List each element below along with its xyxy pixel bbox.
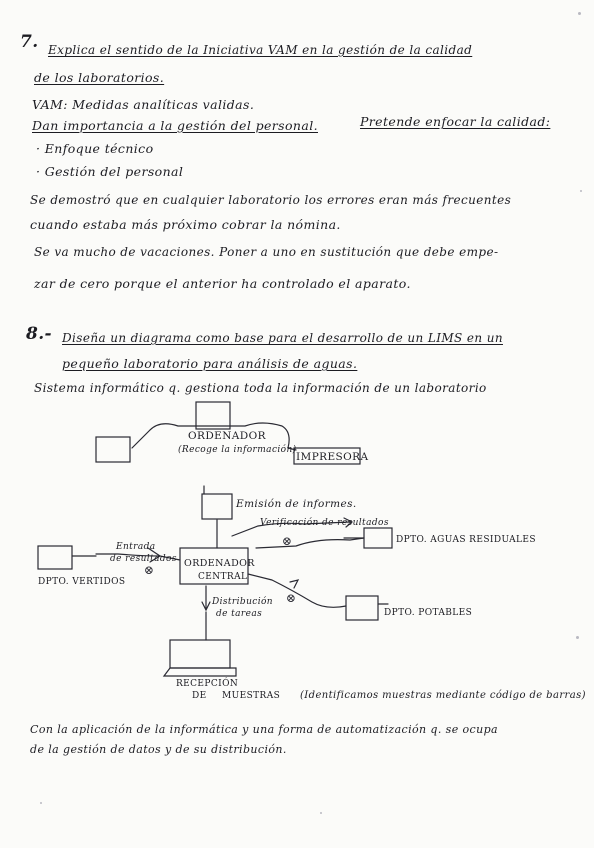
central-label-1: ORDENADOR <box>184 558 255 569</box>
potable-dept-box <box>345 595 379 621</box>
reception-label-2: DE <box>192 691 207 701</box>
symbol-3: ⊗ <box>286 591 296 605</box>
verification-label: Verificación de resultados <box>260 518 389 528</box>
scan-speck <box>580 190 582 192</box>
printer-box <box>293 447 361 465</box>
scan-speck <box>576 636 579 639</box>
waste-dept-box <box>363 527 393 549</box>
computer-label: ORDENADOR <box>188 430 266 442</box>
symbol-1: ⊗ <box>282 534 292 548</box>
vam-definition: VAM: Medidas analíticas validas. <box>32 97 255 112</box>
waste-dept-label: DPTO. AGUAS RESIDUALES <box>396 535 536 545</box>
paragraph2-line2: zar de cero porque el anterior ha contro… <box>34 276 411 291</box>
computer-sublabel: (Recoge la información) <box>178 445 297 455</box>
scan-speck <box>320 812 322 814</box>
central-computer-box <box>179 547 249 585</box>
reception-label-1: RECEPCIÓN <box>176 679 239 689</box>
question-7-title-line1: Explica el sentido de la Iniciativa VAM … <box>48 43 473 57</box>
scan-speck <box>40 802 42 804</box>
question-7-title-line2: de los laboratorios. <box>34 70 165 85</box>
conclusion-line2: de la gestión de datos y de su distribuc… <box>30 743 287 756</box>
question-7-number: 7. <box>20 32 39 52</box>
conclusion-line1: Con la aplicación de la informática y un… <box>30 723 498 736</box>
central-label-2: CENTRAL <box>198 572 248 582</box>
reports-box <box>201 493 233 520</box>
question-8-title-line1: Diseña un diagrama como base para el des… <box>62 331 503 345</box>
lims-intro: Sistema informático q. gestiona toda la … <box>34 381 487 395</box>
reception-box <box>169 639 231 669</box>
data-entry-label-2: de resultados <box>110 554 177 564</box>
focus-text: Pretende enfocar la calidad: <box>360 114 551 129</box>
reception-note: (Identificamos muestras mediante código … <box>300 690 586 701</box>
reception-label-3: MUESTRAS <box>222 691 281 701</box>
side-box-icon <box>95 436 131 463</box>
printer-label: IMPRESORA <box>296 451 369 463</box>
distribution-label-1: Distribución <box>212 597 274 607</box>
discharge-dept-label: DPTO. VERTIDOS <box>38 577 126 587</box>
paragraph1-line2: cuando estaba más próximo cobrar la nómi… <box>30 217 341 232</box>
scan-speck <box>578 12 581 15</box>
potable-dept-label: DPTO. POTABLES <box>384 608 473 618</box>
reports-label: Emisión de informes. <box>236 498 357 510</box>
distribution-label-2: de tareas <box>216 609 263 619</box>
question-8-number: 8.- <box>26 324 53 344</box>
data-entry-label-1: Entrada <box>116 542 156 552</box>
paragraph1-line1: Se demostró que en cualquier laboratorio… <box>30 193 512 207</box>
importance-text: Dan importancia a la gestión del persona… <box>32 118 318 133</box>
symbol-2: ⊗ <box>144 563 154 577</box>
discharge-dept-box <box>37 545 73 570</box>
question-8-title-line2: pequeño laboratorio para análisis de agu… <box>62 356 358 371</box>
paragraph2-line1: Se va mucho de vacaciones. Poner a uno e… <box>34 245 499 259</box>
monitor-icon <box>195 401 231 430</box>
bullet-personnel: · Gestión del personal <box>36 164 184 179</box>
bullet-technical: · Enfoque técnico <box>36 141 154 156</box>
